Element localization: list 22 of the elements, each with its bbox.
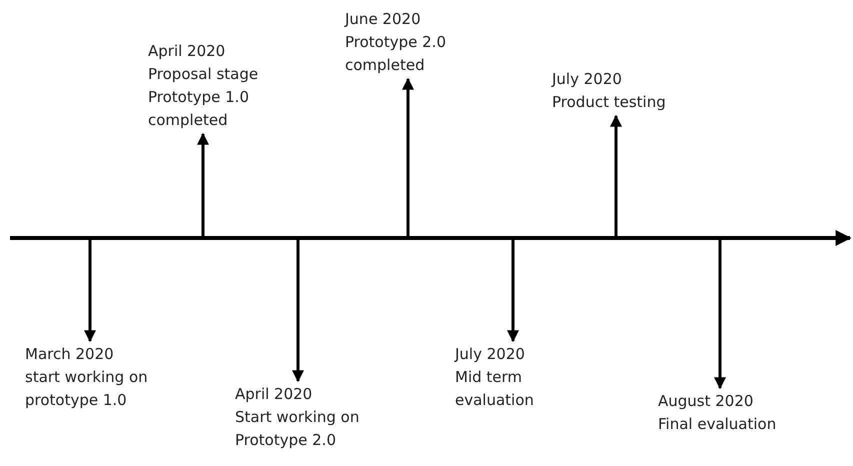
milestone-text: start working on prototype 1.0	[25, 367, 149, 411]
arrow	[610, 114, 622, 238]
milestone-text: Mid term evaluation	[455, 367, 535, 411]
date-text: July 2020	[455, 344, 526, 365]
date-text: August 2020	[658, 391, 754, 412]
milestone-text: Product testing	[552, 92, 667, 113]
date-text: April 2020	[148, 41, 226, 62]
milestone-text: Prototype 1.0 completed	[148, 87, 250, 131]
arrow	[402, 78, 414, 238]
arrow	[197, 132, 209, 238]
arrow	[84, 238, 96, 342]
arrow	[507, 238, 519, 342]
milestone-text: Final evaluation	[658, 414, 778, 435]
milestone-text: Proposal stage	[148, 64, 260, 85]
date-text: March 2020	[25, 344, 115, 365]
date-text: July 2020	[552, 69, 623, 90]
date-text: June 2020	[345, 9, 422, 30]
milestone-text: Start working on Prototype 2.0	[235, 407, 360, 451]
milestone-text: Prototype 2.0 completed	[345, 32, 447, 76]
date-text: April 2020	[235, 384, 314, 405]
arrow	[714, 238, 726, 390]
arrow	[292, 238, 304, 382]
